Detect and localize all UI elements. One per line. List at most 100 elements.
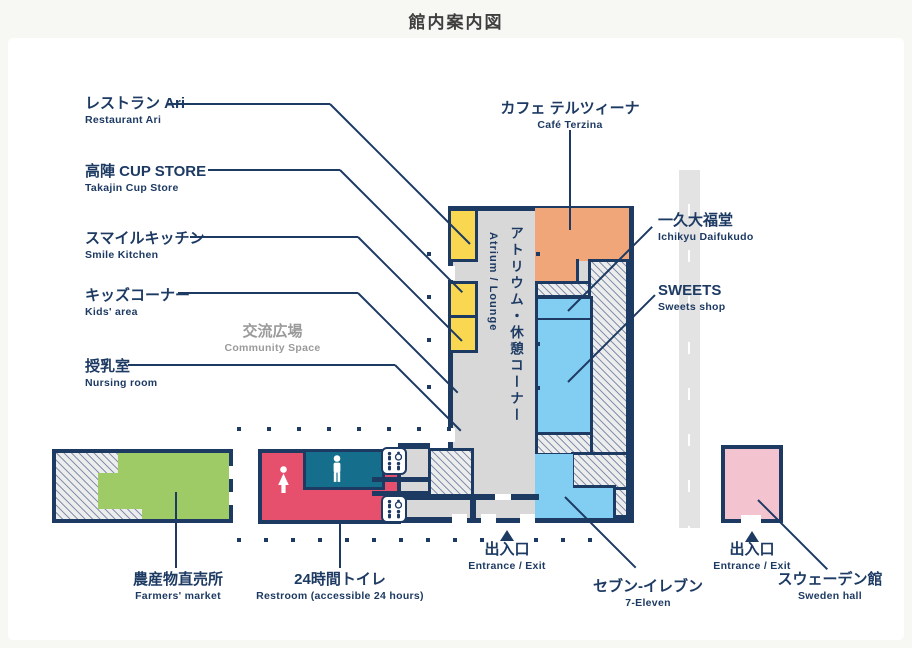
- label-en: Restroom (accessible 24 hours): [256, 590, 424, 602]
- man-icon: [330, 455, 344, 483]
- label-en: Sweden hall: [798, 590, 862, 602]
- map-title: 館内案内図: [408, 13, 504, 32]
- label-entrance-main: 出入口 Entrance / Exit: [457, 541, 557, 573]
- leader-line: [190, 236, 358, 238]
- label-seven-eleven: セブン-イレブン 7-Eleven: [573, 578, 723, 610]
- leader-line: [208, 169, 340, 171]
- wall-stub: [372, 477, 428, 482]
- label-en: Farmers' market: [135, 590, 221, 602]
- label-jp: セブン-イレブン: [593, 578, 703, 595]
- door-gap: [520, 514, 535, 523]
- label-community-space: 交流広場 Community Space: [200, 323, 345, 355]
- door-gap: [741, 515, 761, 523]
- accessible-restroom-icons: [381, 495, 407, 523]
- label-en: 7-Eleven: [625, 597, 671, 609]
- wall-stub: [396, 517, 452, 523]
- accessible-restroom-icons: [381, 447, 407, 475]
- walkway-dot: [447, 427, 451, 431]
- door-gap: [229, 492, 237, 505]
- label-jp: 農産物直売所: [132, 571, 223, 588]
- label-jp: 高陣 CUP STORE: [85, 163, 207, 180]
- door-gap: [481, 514, 496, 523]
- door-gap: [229, 466, 237, 479]
- walkway-dot: [318, 538, 322, 542]
- road-centerline: [688, 170, 690, 528]
- cup-store-area: [448, 281, 478, 318]
- label-en: Smile Kitchen: [85, 249, 159, 261]
- label-jp: 交流広場: [242, 323, 303, 340]
- label-jp: 授乳室: [85, 358, 131, 375]
- walkway-dot: [237, 427, 241, 431]
- label-jp: 出入口: [729, 541, 775, 558]
- label-jp: レストラン Ari: [85, 95, 186, 112]
- label-restroom-24h: 24時間トイレ Restroom (accessible 24 hours): [240, 571, 440, 603]
- door-gap: [452, 514, 467, 523]
- walkway-dot: [427, 385, 431, 389]
- label-jp: 24時間トイレ: [294, 571, 386, 588]
- walkway-dot: [267, 427, 271, 431]
- label-en: Entrance / Exit: [713, 560, 791, 572]
- label-en: Sweets shop: [658, 301, 726, 313]
- label-en: Kids' area: [85, 306, 138, 318]
- walkway-dot: [427, 295, 431, 299]
- inner-wall: [470, 494, 476, 521]
- label-nursing-room: 授乳室 Nursing room: [85, 358, 157, 390]
- inner-wall: [400, 494, 539, 500]
- label-jp: 出入口: [484, 541, 530, 558]
- label-en: Entrance / Exit: [468, 560, 546, 572]
- walkway-dot: [399, 538, 403, 542]
- label-cafe-terzina: カフェ テルツィーナ Café Terzina: [495, 100, 645, 132]
- label-ichikyu: 一久大福堂 Ichikyu Daifukudo: [658, 212, 754, 244]
- woman-icon: [276, 466, 291, 494]
- hatched-area: [613, 487, 629, 518]
- walkway-dot: [561, 538, 565, 542]
- label-kids-area: キッズコーナー Kids' area: [85, 287, 190, 319]
- walkway-dot: [536, 386, 540, 390]
- label-en: Nursing room: [85, 377, 158, 389]
- service-annex: [428, 448, 474, 497]
- mens-restroom-area: [303, 449, 385, 490]
- door-gap: [446, 266, 455, 280]
- label-en: Restaurant Ari: [85, 114, 162, 126]
- sweden-hall-area: [721, 445, 783, 523]
- walkway-dot: [372, 538, 376, 542]
- label-entrance-sweden: 出入口 Entrance / Exit: [702, 541, 802, 573]
- label-jp: キッズコーナー: [85, 287, 191, 304]
- walkway-dot: [237, 538, 241, 542]
- walkway-dot: [345, 538, 349, 542]
- leader-line: [569, 130, 571, 230]
- door-gap: [495, 494, 511, 500]
- walkway-dot: [426, 538, 430, 542]
- walkway-dot: [297, 427, 301, 431]
- wall-segment: [573, 485, 616, 488]
- label-smile-kitchen: スマイルキッチン Smile Kitchen: [85, 230, 205, 262]
- walkway-dot: [264, 538, 268, 542]
- walkway-dot: [357, 427, 361, 431]
- label-cup-store: 高陣 CUP STORE Takajin Cup Store: [85, 163, 206, 195]
- label-jp: SWEETS: [658, 282, 722, 299]
- label-farmers-market: 農産物直売所 Farmers' market: [103, 571, 253, 603]
- label-jp: スウェーデン館: [777, 571, 883, 588]
- farmers-market-area: [98, 453, 229, 519]
- walkway-dot: [427, 338, 431, 342]
- leader-line: [128, 364, 395, 366]
- wall-segment: [576, 259, 579, 286]
- walkway-dot: [536, 342, 540, 346]
- label-en: Ichikyu Daifukudo: [658, 231, 754, 243]
- label-sweets: SWEETS Sweets shop: [658, 282, 725, 314]
- leader-line: [175, 492, 177, 568]
- leader-line: [168, 103, 330, 105]
- leader-line: [339, 524, 341, 568]
- label-en: Café Terzina: [537, 119, 603, 131]
- walkway-dot: [291, 538, 295, 542]
- walkway-dot: [417, 427, 421, 431]
- walkway-dot: [427, 252, 431, 256]
- wall-stub: [398, 443, 430, 449]
- walkway-dot: [480, 538, 484, 542]
- label-restaurant: レストラン Ari Restaurant Ari: [85, 95, 185, 127]
- label-jp: スマイルキッチン: [85, 230, 205, 247]
- entrance-triangle-icon: [745, 531, 759, 542]
- leader-line: [178, 292, 358, 294]
- label-en: Community Space: [224, 342, 321, 354]
